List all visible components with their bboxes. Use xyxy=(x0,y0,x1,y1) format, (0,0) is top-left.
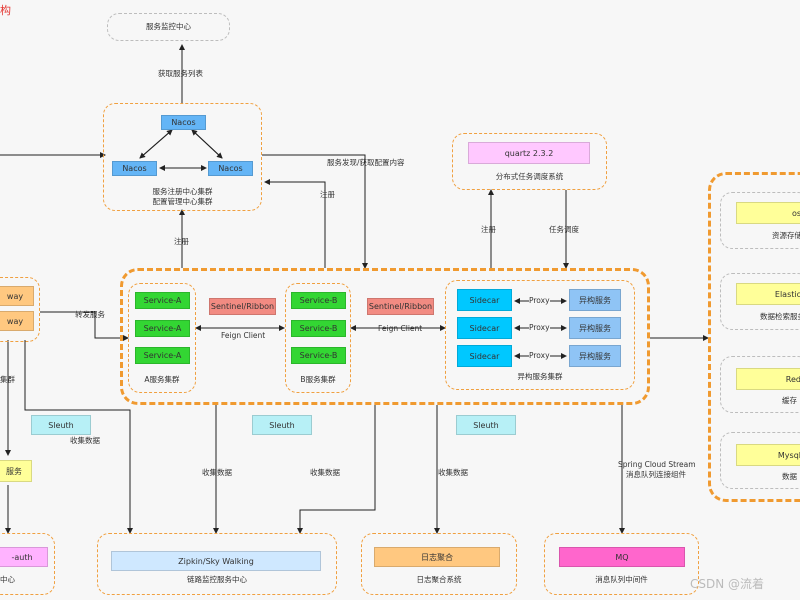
edge-get-service-list: 获取服务列表 xyxy=(158,69,203,78)
gateway-caption: 集群 xyxy=(0,375,15,384)
nacos-right-node[interactable]: Nacos xyxy=(208,161,253,176)
edge-register-a: 注册 xyxy=(174,237,189,246)
sidecar-node-2[interactable]: Sidecar xyxy=(457,317,512,339)
storage-node-redis[interactable]: Red xyxy=(736,368,800,390)
corner-title: 构 xyxy=(0,4,11,17)
edge-discover: 服务发现/获取配置内容 xyxy=(327,158,405,167)
sidecar-node-3[interactable]: Sidecar xyxy=(457,345,512,367)
watermark: CSDN @流着 xyxy=(690,577,765,591)
storage-node-mysql[interactable]: Mysql xyxy=(736,444,800,466)
service-b-caption: B服务集群 xyxy=(300,375,336,384)
edge-task: 任务调度 xyxy=(549,225,579,234)
hetero-service-node-3[interactable]: 异构服务 xyxy=(569,345,621,367)
zipkin-caption: 链路监控服务中心 xyxy=(187,575,247,584)
edge-proxy-1: Proxy xyxy=(529,296,550,306)
gateway-node-1[interactable]: way xyxy=(0,286,34,306)
storage-caption-elastic: 数据检索服务 xyxy=(760,312,800,321)
zipkin-box xyxy=(97,533,337,595)
storage-box-4 xyxy=(720,432,800,489)
sleuth-node-3[interactable]: Sleuth xyxy=(456,415,516,435)
service-b-node-3[interactable]: Service-B xyxy=(291,347,346,364)
auth-node[interactable]: -auth xyxy=(0,547,48,567)
sleuth-node-1[interactable]: Sleuth xyxy=(31,415,91,435)
service-a-node-3[interactable]: Service-A xyxy=(135,347,190,364)
log-box xyxy=(361,533,517,595)
storage-node-oss[interactable]: os xyxy=(736,202,800,224)
edge-register-b: 注册 xyxy=(320,190,335,199)
hetero-cluster xyxy=(445,280,635,390)
sentinel-ribbon-2[interactable]: Sentinel/Ribbon xyxy=(367,298,434,315)
storage-caption-redis: 缓存 xyxy=(782,396,797,405)
service-b-node-1[interactable]: Service-B xyxy=(291,292,346,309)
edge-proxy-2: Proxy xyxy=(529,323,550,333)
nacos-caption-2: 配置管理中心集群 xyxy=(152,197,213,206)
edge-feign-1: Feign Client xyxy=(221,331,266,340)
service-a-cluster xyxy=(128,283,196,393)
storage-caption-mysql: 数据 xyxy=(782,472,797,481)
storage-box-2 xyxy=(720,273,800,330)
edge-collect-2: 收集数据 xyxy=(202,468,232,477)
log-node[interactable]: 日志聚合 xyxy=(374,547,500,567)
storage-box-1 xyxy=(720,192,800,249)
monitor-label: 服务监控中心 xyxy=(146,22,191,31)
storage-box-3 xyxy=(720,356,800,413)
service-b-node-2[interactable]: Service-B xyxy=(291,320,346,337)
services-container xyxy=(120,268,650,405)
left-service-node[interactable]: 服务 xyxy=(0,460,32,482)
nacos-top-node[interactable]: Nacos xyxy=(161,115,206,130)
monitor-box xyxy=(107,13,230,41)
storage-node-elastic[interactable]: Elastic xyxy=(736,283,800,305)
edge-collect-3: 收集数据 xyxy=(310,468,340,477)
edge-stream-2: 消息队列连接组件 xyxy=(626,470,686,479)
service-a-caption: A服务集群 xyxy=(144,375,180,384)
service-b-cluster xyxy=(285,283,351,393)
edge-collect-4: 收集数据 xyxy=(438,468,468,477)
mq-box xyxy=(544,533,699,595)
quartz-caption: 分布式任务调度系统 xyxy=(495,172,564,181)
gateway-box xyxy=(0,277,40,342)
nacos-left-node[interactable]: Nacos xyxy=(112,161,157,176)
edge-register-hetero: 注册 xyxy=(481,225,496,234)
storage-container xyxy=(708,172,800,502)
service-a-node-1[interactable]: Service-A xyxy=(135,292,190,309)
mq-node[interactable]: MQ xyxy=(559,547,685,567)
zipkin-node[interactable]: Zipkin/Sky Walking xyxy=(111,551,321,571)
auth-caption: 中心 xyxy=(0,575,15,584)
hetero-service-node-2[interactable]: 异构服务 xyxy=(569,317,621,339)
service-a-node-2[interactable]: Service-A xyxy=(135,320,190,337)
gateway-node-2[interactable]: way xyxy=(0,311,34,331)
mq-caption: 消息队列中间件 xyxy=(595,575,648,584)
log-caption: 日志聚合系统 xyxy=(416,575,462,584)
hetero-service-node-1[interactable]: 异构服务 xyxy=(569,289,621,311)
nacos-caption-1: 服务注册中心集群 xyxy=(152,187,213,196)
edge-forward: 转发服务 xyxy=(75,310,105,319)
sleuth-node-2[interactable]: Sleuth xyxy=(252,415,312,435)
auth-box xyxy=(0,533,55,595)
edge-feign-2: Feign Client xyxy=(378,324,423,333)
sidecar-node-1[interactable]: Sidecar xyxy=(457,289,512,311)
storage-caption-oss: 资源存储 xyxy=(772,231,800,240)
nacos-cluster-box xyxy=(103,103,262,211)
quartz-node[interactable]: quartz 2.3.2 xyxy=(468,142,590,164)
edge-collect-1: 收集数据 xyxy=(70,436,100,445)
hetero-caption: 异构服务集群 xyxy=(517,372,563,381)
edge-proxy-3: Proxy xyxy=(529,351,550,361)
edge-stream-1: Spring Cloud Stream xyxy=(618,460,696,469)
quartz-box xyxy=(452,133,607,190)
sentinel-ribbon-1[interactable]: Sentinel/Ribbon xyxy=(209,298,276,315)
